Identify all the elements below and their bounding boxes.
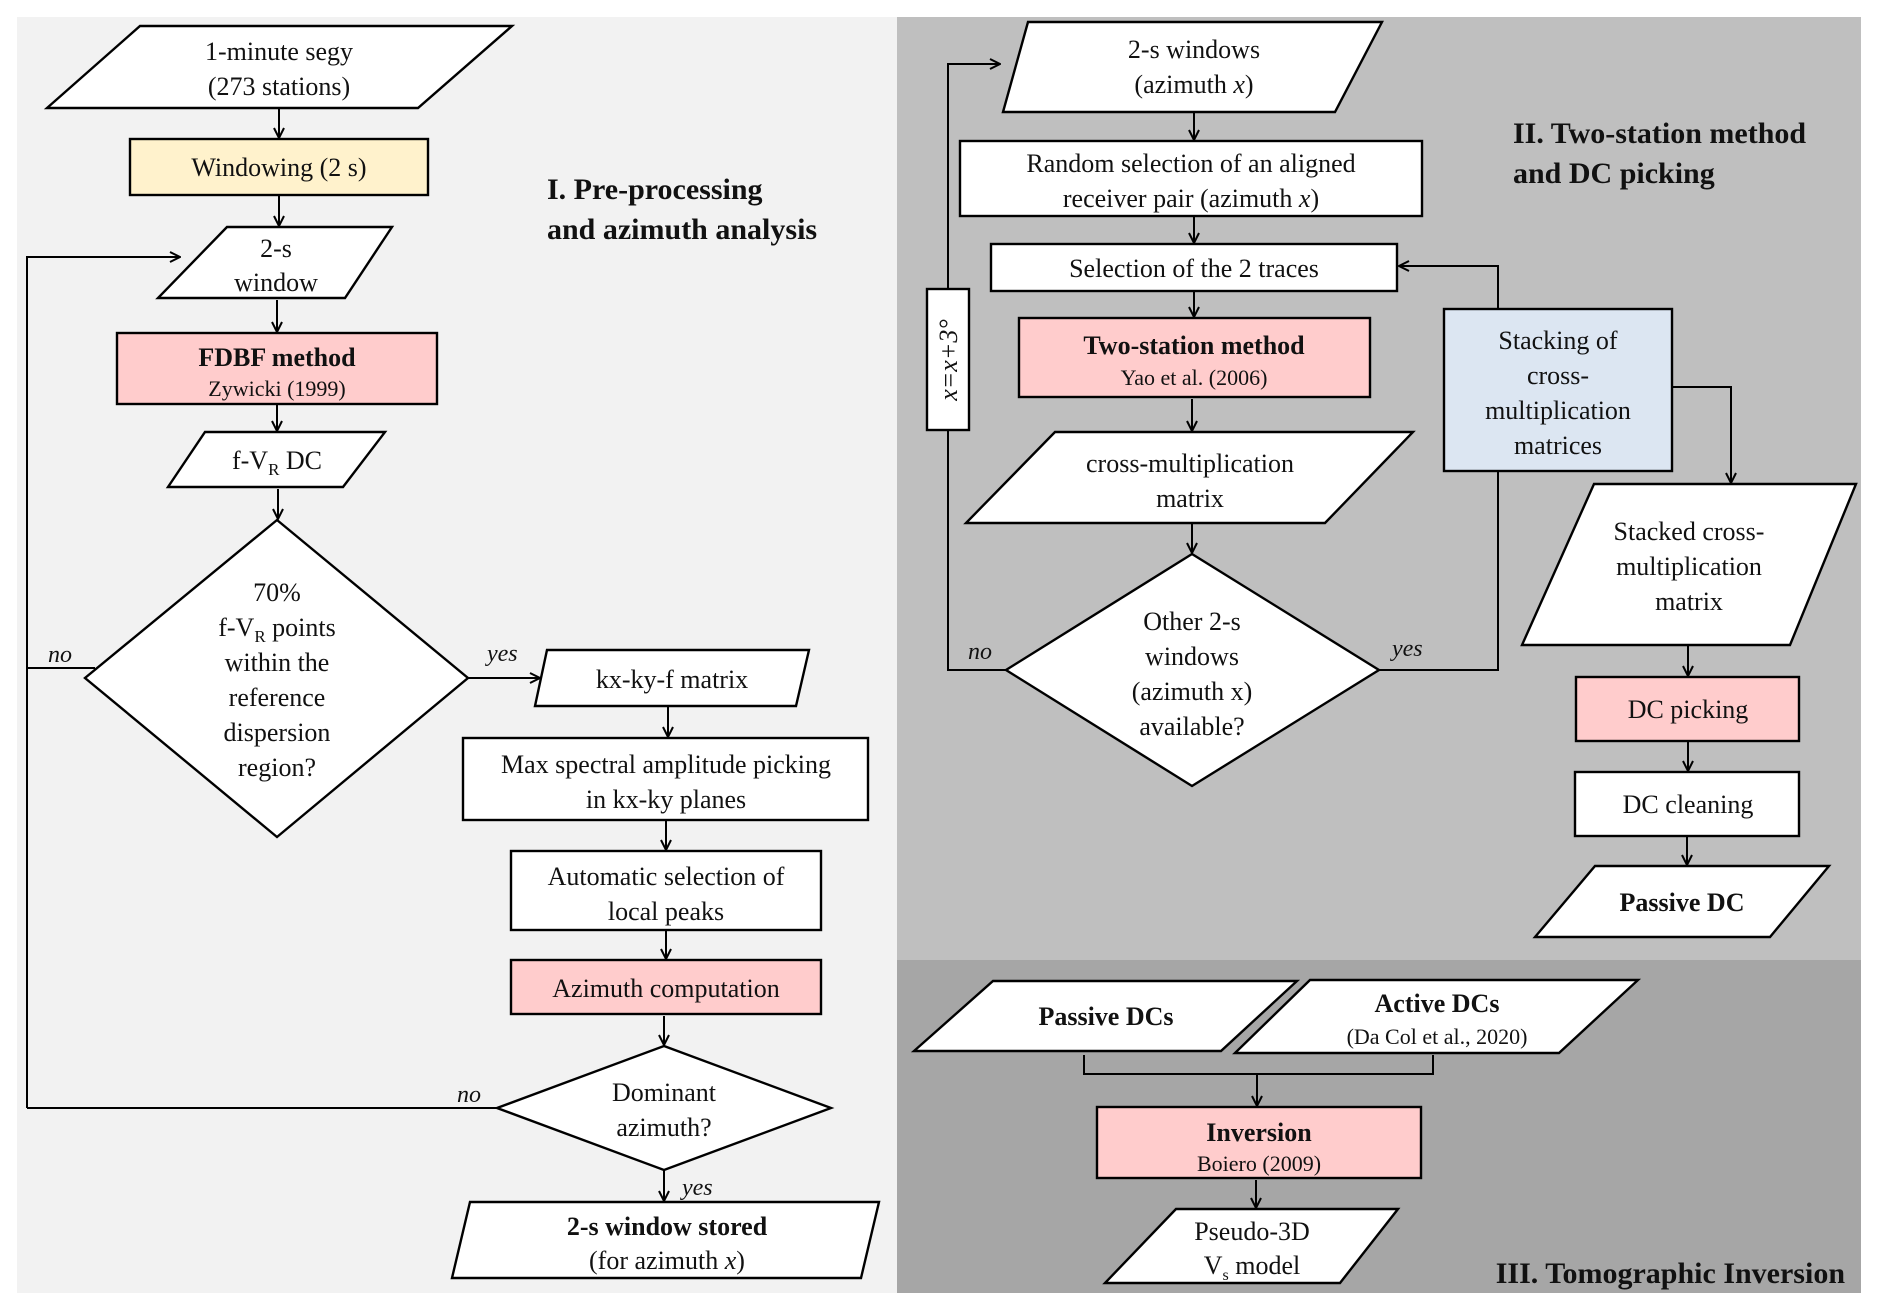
node-vs-model: Pseudo-3D Vs model (1102, 1207, 1401, 1285)
svg-text:f-VR points: f-VR points (218, 613, 336, 646)
node-window-2s: 2-s window (155, 225, 395, 300)
svg-text:Other 2-s: Other 2-s (1143, 607, 1240, 636)
node-stacked-matrix: Stacked cross- multiplication matrix (1520, 482, 1858, 647)
node-other-windows-decision: Other 2-s windows (azimuth x) available? (1003, 552, 1382, 788)
svg-text:DC cleaning: DC cleaning (1623, 790, 1754, 819)
section-title-two-station: II. Two-station method and DC picking (1513, 117, 1814, 190)
svg-text:Zywicki (1999): Zywicki (1999) (208, 376, 345, 401)
svg-text:Vs model: Vs model (1204, 1251, 1301, 1284)
svg-text:within the: within the (225, 648, 330, 677)
edge-label-decision70-yes: yes (485, 641, 518, 667)
node-select-traces: Selection of the 2 traces (989, 242, 1399, 293)
svg-text:dispersion: dispersion (224, 718, 331, 747)
node-kxkyf-matrix: kx-ky-f matrix (533, 648, 811, 708)
svg-text:x=x+3°: x=x+3° (934, 319, 963, 402)
svg-text:cross-multiplication: cross-multiplication (1086, 449, 1294, 478)
svg-text:Selection of the 2 traces: Selection of the 2 traces (1069, 254, 1319, 283)
node-auto-select: Automatic selection of local peaks (509, 849, 823, 932)
node-passive-dc: Passive DC (1532, 864, 1832, 939)
node-window-stored: 2-s window stored (for azimuth x) (450, 1200, 881, 1280)
edge-stacking-select (1399, 266, 1499, 309)
section-title-tomographic: III. Tomographic Inversion (1496, 1257, 1846, 1290)
edge-label-other-yes: yes (1390, 636, 1423, 662)
svg-text:2-s: 2-s (260, 234, 292, 263)
svg-text:1-minute segy: 1-minute segy (205, 37, 353, 66)
svg-text:Boiero (2009): Boiero (2009) (1197, 1151, 1321, 1176)
svg-text:in kx-ky planes: in kx-ky planes (586, 785, 746, 814)
node-stacking: Stacking of cross- multiplication matric… (1442, 307, 1674, 473)
svg-text:matrix: matrix (1156, 484, 1224, 513)
edge-other-no (947, 430, 1006, 671)
edge-loop-back-window (26, 257, 180, 1108)
node-azimuth-computation: Azimuth computation (509, 958, 823, 1016)
edge-other-yes (1379, 471, 1499, 671)
node-fdbf: FDBF method Zywicki (1999) (115, 331, 439, 406)
edge-label-dominant-yes: yes (680, 1175, 713, 1201)
svg-text:FDBF method: FDBF method (198, 343, 356, 372)
edge-label-dominant-no: no (457, 1082, 481, 1108)
svg-text:multiplication: multiplication (1485, 396, 1631, 425)
svg-text:70%: 70% (253, 578, 301, 607)
svg-text:Passive DC: Passive DC (1620, 888, 1745, 917)
node-dc-cleaning: DC cleaning (1573, 770, 1801, 838)
svg-text:matrix: matrix (1655, 587, 1723, 616)
edge-increment-windows (947, 64, 1000, 289)
node-passive-dcs: Passive DCs (910, 979, 1301, 1053)
svg-text:Dominant: Dominant (612, 1078, 717, 1107)
svg-text:windows: windows (1145, 642, 1239, 671)
svg-text:kx-ky-f matrix: kx-ky-f matrix (596, 665, 748, 694)
node-dc-picking: DC picking (1574, 675, 1801, 743)
svg-text:cross-: cross- (1527, 361, 1589, 390)
node-segy: 1-minute segy (273 stations) (43, 24, 516, 110)
svg-text:(Da Col et al., 2020): (Da Col et al., 2020) (1347, 1024, 1528, 1049)
svg-text:Stacked cross-: Stacked cross- (1614, 517, 1765, 546)
node-decision-70: 70% f-VR points within the reference dis… (83, 518, 470, 839)
node-active-dcs: Active DCs (Da Col et al., 2020) (1232, 978, 1642, 1055)
svg-text:Windowing (2 s): Windowing (2 s) (191, 153, 366, 182)
svg-text:DC picking: DC picking (1628, 695, 1749, 724)
svg-text:Stacking of: Stacking of (1498, 326, 1617, 355)
svg-text:Yao et al. (2006): Yao et al. (2006) (1121, 365, 1268, 390)
svg-text:(273 stations): (273 stations) (208, 72, 350, 101)
edge-dcs-merge (1083, 1055, 1434, 1075)
svg-text:matrices: matrices (1514, 431, 1602, 460)
svg-text:Inversion: Inversion (1206, 1118, 1312, 1147)
svg-text:azimuth?: azimuth? (616, 1113, 711, 1142)
svg-text:f-VR DC: f-VR DC (232, 446, 322, 479)
section-title-pre-processing: I. Pre-processing and azimuth analysis (547, 173, 817, 246)
node-max-spectral: Max spectral amplitude picking in kx-ky … (461, 736, 870, 822)
svg-text:Automatic selection of: Automatic selection of (548, 862, 785, 891)
svg-text:(azimuth x): (azimuth x) (1134, 70, 1253, 99)
svg-text:2-s windows: 2-s windows (1128, 35, 1260, 64)
node-fvr-dc: f-VR DC (165, 430, 388, 489)
svg-text:local peaks: local peaks (608, 897, 724, 926)
node-windows-azimuth: 2-s windows (azimuth x) (1001, 20, 1384, 114)
svg-text:reference: reference (229, 683, 326, 712)
svg-text:(for azimuth x): (for azimuth x) (589, 1246, 745, 1275)
svg-text:available?: available? (1139, 712, 1244, 741)
node-increment-azimuth: x=x+3° (925, 287, 971, 432)
node-random-pair: Random selection of an aligned receiver … (958, 139, 1424, 218)
svg-text:Passive DCs: Passive DCs (1038, 1002, 1173, 1031)
svg-text:Random selection of an aligned: Random selection of an aligned (1026, 149, 1355, 178)
svg-text:Azimuth computation: Azimuth computation (552, 974, 779, 1003)
svg-text:region?: region? (238, 753, 316, 782)
svg-text:Two-station method: Two-station method (1083, 331, 1305, 360)
edge-label-other-no: no (968, 639, 992, 665)
svg-text:receiver pair (azimuth x): receiver pair (azimuth x) (1063, 184, 1319, 213)
svg-text:Pseudo-3D: Pseudo-3D (1194, 1217, 1310, 1246)
svg-text:Max spectral amplitude picking: Max spectral amplitude picking (501, 750, 831, 779)
edge-label-decision70-no: no (48, 642, 72, 668)
node-cross-mult: cross-multiplication matrix (963, 430, 1416, 525)
svg-text:multiplication: multiplication (1616, 552, 1762, 581)
node-two-station-method: Two-station method Yao et al. (2006) (1017, 316, 1372, 399)
node-inversion: Inversion Boiero (2009) (1095, 1105, 1423, 1180)
svg-text:2-s window stored: 2-s window stored (567, 1212, 768, 1241)
svg-text:Active DCs: Active DCs (1375, 989, 1500, 1018)
edge-stacking-stacked (1672, 386, 1731, 483)
svg-text:window: window (234, 268, 318, 297)
node-windowing: Windowing (2 s) (128, 137, 430, 197)
svg-text:(azimuth x): (azimuth x) (1132, 677, 1253, 706)
